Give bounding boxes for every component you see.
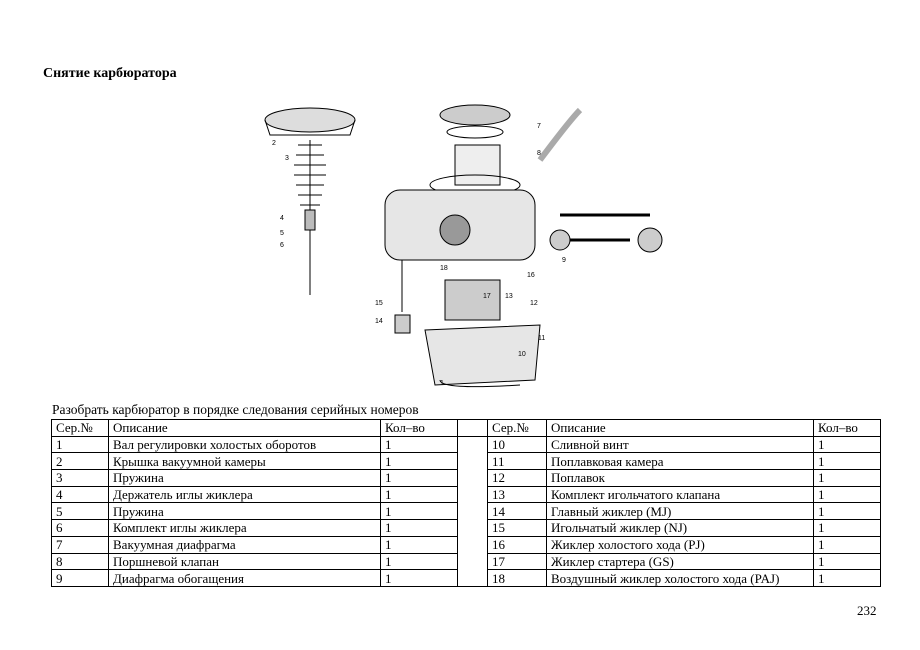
cell: Пружина xyxy=(108,469,381,487)
cell: 7 xyxy=(51,535,109,554)
cell: Держатель иглы жиклера xyxy=(108,485,381,504)
svg-text:6: 6 xyxy=(280,242,284,249)
cell: Поршневой клапан xyxy=(108,552,381,571)
svg-text:15: 15 xyxy=(375,300,383,307)
cell: 1 xyxy=(813,502,881,521)
cell: Жиклер холостого хода (PJ) xyxy=(546,535,814,554)
cell: 1 xyxy=(813,469,881,487)
page-title: Снятие карбюратора xyxy=(43,66,177,81)
cell: 1 xyxy=(813,519,881,537)
svg-text:5: 5 xyxy=(280,230,284,237)
cell: 10 xyxy=(487,435,547,454)
cell: 1 xyxy=(380,569,458,587)
cell: 2 xyxy=(51,452,109,471)
cell: Вал регулировки холостых оборотов xyxy=(108,435,381,454)
cell: 1 xyxy=(380,535,458,554)
page-number: 232 xyxy=(857,603,877,618)
cell: 1 xyxy=(380,452,458,471)
cell: 3 xyxy=(51,469,109,487)
cell: 9 xyxy=(51,569,109,587)
vacuum-chamber-cover xyxy=(264,107,356,295)
callout-numbers: 2 3 4 5 6 7 8 9 10 11 12 13 14 15 16 17 18 1 xyxy=(272,123,566,387)
cell: Вакуумная диафрагма xyxy=(108,535,381,554)
parts-table: Сер.№ Описание Кол–во Сер.№ Описание Кол… xyxy=(51,419,881,587)
cell: 1 xyxy=(380,435,458,454)
cell: 5 xyxy=(51,502,109,521)
svg-text:2: 2 xyxy=(272,140,276,147)
cell: 15 xyxy=(487,519,547,537)
svg-text:17: 17 xyxy=(483,293,491,300)
cell: Комплект игольчатого клапана xyxy=(546,485,814,504)
svg-text:1: 1 xyxy=(440,380,444,387)
cell: 17 xyxy=(487,552,547,571)
cell: 1 xyxy=(813,452,881,471)
svg-text:3: 3 xyxy=(285,155,289,162)
cell: 1 xyxy=(380,485,458,504)
svg-text:4: 4 xyxy=(280,215,284,222)
cell: 1 xyxy=(813,435,881,454)
cell: Игольчатый жиклер (NJ) xyxy=(546,519,814,537)
cell: 6 xyxy=(51,519,109,537)
cell: 1 xyxy=(813,552,881,571)
carburetor-exploded-diagram: 2 3 4 5 6 7 8 9 10 11 12 13 14 15 16 17 18 1 xyxy=(264,104,663,388)
cell: 1 xyxy=(813,485,881,504)
cell: Жиклер стартера (GS) xyxy=(546,552,814,571)
cell: Комплект иглы жиклера xyxy=(108,519,381,537)
cell: Пружина xyxy=(108,502,381,521)
cell: 1 xyxy=(51,435,109,454)
cell: 16 xyxy=(487,535,547,554)
cell: Воздушный жиклер холостого хода (PAJ) xyxy=(546,569,814,587)
cell: 1 xyxy=(380,469,458,487)
header-quantity: Кол–во xyxy=(380,419,458,437)
svg-text:14: 14 xyxy=(375,318,383,325)
cell: Поплавковая камера xyxy=(546,452,814,471)
header-serial: Сер.№ xyxy=(487,419,547,437)
svg-text:9: 9 xyxy=(562,257,566,264)
float-chamber xyxy=(394,260,541,388)
svg-text:13: 13 xyxy=(505,293,513,300)
carburetor-body xyxy=(384,104,663,261)
cell: Сливной винт xyxy=(546,435,814,454)
svg-text:7: 7 xyxy=(537,123,541,130)
cell: Поплавок xyxy=(546,469,814,487)
cell: 1 xyxy=(380,552,458,571)
cell: 1 xyxy=(380,519,458,537)
cell: 14 xyxy=(487,502,547,521)
header-description: Описание xyxy=(108,419,381,437)
cell: 13 xyxy=(487,485,547,504)
table-caption: Разобрать карбюратор в порядке следовани… xyxy=(52,402,419,417)
svg-text:8: 8 xyxy=(537,150,541,157)
cell: 18 xyxy=(487,569,547,587)
cell: 1 xyxy=(813,569,881,587)
cell: 11 xyxy=(487,452,547,471)
svg-text:11: 11 xyxy=(538,335,545,342)
svg-text:12: 12 xyxy=(530,300,538,307)
header-quantity: Кол–во xyxy=(813,419,881,437)
header-serial: Сер.№ xyxy=(51,419,109,437)
cell: 1 xyxy=(380,502,458,521)
cell: Крышка вакуумной камеры xyxy=(108,452,381,471)
cell: 8 xyxy=(51,552,109,571)
cell: 4 xyxy=(51,485,109,504)
svg-text:18: 18 xyxy=(440,265,448,272)
cell: Диафрагма обогащения xyxy=(108,569,381,587)
table-header-row: Сер.№ Описание Кол–во Сер.№ Описание Кол… xyxy=(51,419,881,437)
header-description: Описание xyxy=(546,419,814,437)
cell: 12 xyxy=(487,469,547,487)
svg-text:16: 16 xyxy=(527,272,535,279)
cell: 1 xyxy=(813,535,881,554)
svg-text:10: 10 xyxy=(518,351,526,358)
cell: Главный жиклер (MJ) xyxy=(546,502,814,521)
